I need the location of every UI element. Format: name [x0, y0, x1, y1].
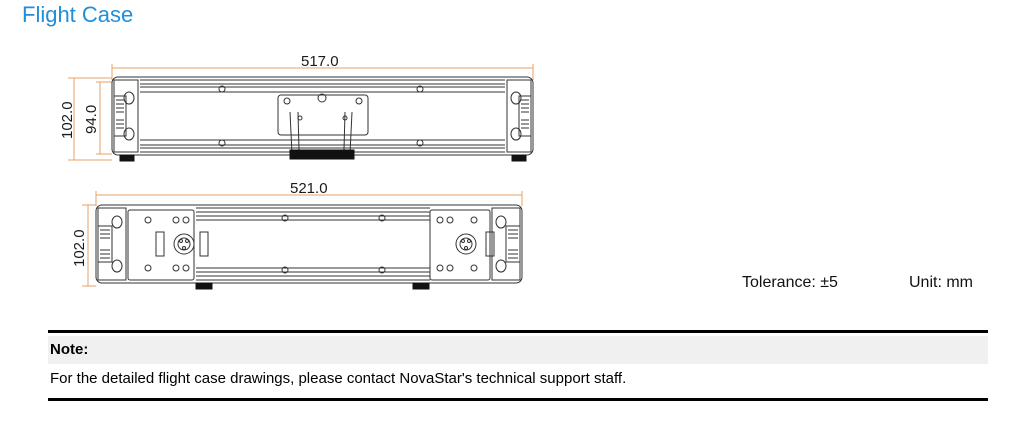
top-width-dimension: 517.0 [301, 53, 339, 70]
flight-case-drawing: 517.0 102.0 94.0 [59, 53, 534, 290]
unit-label: Unit: mm [909, 274, 973, 291]
tolerance-label: Tolerance: ±5 [742, 274, 838, 291]
flight-case-bottom-view [82, 191, 523, 290]
note-heading: Note: [48, 336, 988, 364]
top-outer-height-dimension: 102.0 [59, 101, 76, 139]
top-inner-height-dimension: 94.0 [83, 105, 100, 134]
note-top-rule [48, 330, 988, 333]
flight-case-top-view [68, 64, 534, 162]
bottom-width-dimension: 521.0 [290, 180, 328, 197]
note-text: For the detailed flight case drawings, p… [50, 370, 627, 387]
note-box: Note: For the detailed flight case drawi… [48, 330, 988, 401]
bottom-height-dimension: 102.0 [71, 229, 88, 267]
section-title: Flight Case [22, 2, 134, 27]
note-bottom-rule [48, 398, 988, 401]
